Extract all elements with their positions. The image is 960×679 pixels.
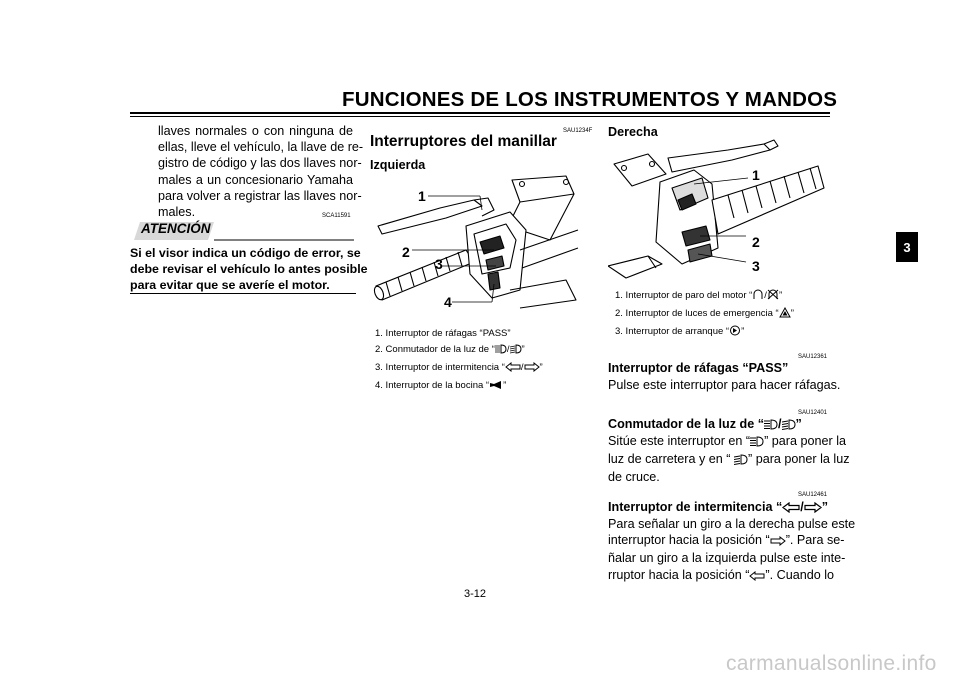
section-heading: Interruptores del manillar	[370, 133, 557, 150]
caption-item: 4. Interruptor de la bocina “”	[375, 378, 543, 396]
warning-text: Si el visor indica un código de error, s…	[130, 246, 368, 293]
text-line: ñalar un giro a la izquierda pulse este …	[608, 551, 846, 566]
caption-list: 1. Interruptor de paro del motor “/” 2. …	[615, 288, 794, 342]
warning-line: Si el visor indica un código de error, s…	[130, 246, 361, 260]
warning-rule	[130, 293, 356, 294]
ref-code: SAU1234F	[563, 128, 593, 134]
engine-run-icon	[752, 289, 764, 306]
caption-item: 2. Conmutador de la luz de “/”	[375, 342, 543, 360]
low-beam-icon	[733, 453, 748, 469]
callout-3: 3	[435, 256, 443, 272]
low-beam-icon	[781, 419, 796, 433]
high-beam-icon	[494, 344, 507, 360]
text-line: para volver a registrar las llaves nor-	[158, 188, 362, 203]
ref-code: SAU12361	[798, 354, 828, 360]
low-beam-icon	[509, 344, 522, 360]
start-icon	[729, 325, 741, 342]
ref-code: SAU12461	[798, 492, 828, 498]
left-handlebar-illustration	[373, 175, 579, 309]
high-beam-icon	[764, 419, 778, 433]
text-line: llaves normales o con ninguna de	[158, 124, 353, 138]
caption-item: 1. Interruptor de ráfagas “PASS”	[375, 328, 511, 339]
turn-left-arrow-icon	[782, 501, 800, 516]
section-text: Para señalar un giro a la derecha pulse …	[608, 516, 856, 585]
text-line: Sitúe este interruptor en “” para poner …	[608, 433, 846, 451]
callout-1: 1	[752, 167, 760, 183]
text-line: Para señalar un giro a la derecha pulse …	[608, 517, 856, 531]
page-title: FUNCIONES DE LOS INSTRUMENTOS Y MANDOS	[342, 88, 838, 111]
text-line: ellas, lleve el vehículo, la llave de re…	[158, 140, 364, 155]
caption-list: 1. Interruptor de ráfagas “PASS” 2. Conm…	[375, 326, 543, 396]
turn-left-arrow-icon	[749, 569, 765, 585]
section-title: Interruptor de intermitencia “/”	[608, 500, 829, 516]
header-rule-thin	[130, 116, 830, 117]
attention-label: ATENCIÓN	[141, 221, 211, 236]
chapter-tab[interactable]: 3	[896, 232, 918, 262]
attention-banner	[134, 222, 354, 241]
caption-item: 2. Interruptor de luces de emergencia “”	[615, 306, 794, 324]
horn-icon	[489, 380, 503, 396]
callout-4: 4	[444, 294, 452, 310]
header-rule	[130, 112, 830, 114]
col1-text: llaves normales o con ninguna de ellas, …	[158, 123, 364, 220]
warning-line: debe revisar el vehículo lo antes posibl…	[130, 261, 368, 276]
text-line: de cruce.	[608, 470, 660, 485]
text-line: interruptor hacia la posición “”. Para s…	[608, 532, 845, 550]
caption-item: 3. Interruptor de intermitencia “/”	[375, 360, 543, 378]
sub-heading: Derecha	[608, 125, 658, 139]
callout-1: 1	[418, 188, 426, 204]
turn-right-arrow-icon	[524, 361, 540, 378]
text-line: males.	[158, 205, 196, 220]
callout-2: 2	[402, 244, 410, 260]
text-line: gistro de código y las dos llaves nor-	[158, 156, 362, 171]
text-line: rruptor hacia la posición “”. Cuando lo	[608, 567, 834, 585]
text-line: luz de carretera y en “ ” para poner la …	[608, 451, 850, 469]
hazard-triangle-icon	[778, 306, 791, 324]
section-title: Interruptor de ráfagas “PASS”	[608, 361, 789, 375]
turn-right-arrow-icon	[804, 501, 822, 516]
caption-item: 3. Interruptor de arranque “”	[615, 324, 794, 342]
callout-3: 3	[752, 258, 760, 274]
callout-2: 2	[752, 234, 760, 250]
warning-line: para evitar que se averíe el motor.	[130, 277, 330, 292]
watermark[interactable]: carmanualsonline.info	[726, 652, 937, 675]
turn-left-arrow-icon	[505, 361, 521, 378]
section-title: Conmutador de la luz de “/”	[608, 417, 802, 433]
turn-right-arrow-icon	[770, 534, 786, 550]
high-beam-icon	[750, 435, 764, 451]
page-number: 3-12	[464, 588, 487, 600]
caption-item: 1. Interruptor de paro del motor “/”	[615, 288, 794, 306]
engine-stop-icon	[767, 289, 779, 306]
text-line: Pulse este interruptor para hacer ráfaga…	[608, 378, 841, 392]
sub-heading: Izquierda	[370, 158, 426, 172]
text-line: males a un concesionario Yamaha	[158, 172, 353, 187]
right-handlebar-illustration	[608, 139, 825, 279]
section-text: Sitúe este interruptor en “” para poner …	[608, 433, 850, 486]
ref-code: SCA11591	[322, 213, 351, 219]
ref-code: SAU12401	[798, 410, 828, 416]
